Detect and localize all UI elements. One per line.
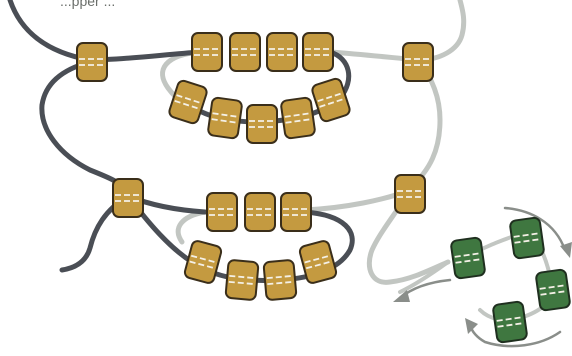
- bead-body: [206, 192, 238, 232]
- arrow-bottom-head: [465, 318, 478, 334]
- bead-body: [224, 259, 260, 301]
- bead-thread-line: [305, 260, 332, 270]
- gold-bead: [302, 32, 334, 72]
- bead-thread-line: [454, 252, 481, 258]
- bead-body: [112, 178, 144, 218]
- bead-thread-line: [229, 274, 256, 280]
- gold-bead: [207, 96, 243, 140]
- bead-body: [207, 96, 243, 140]
- gold-bead: [394, 174, 426, 214]
- arrow-bottom: [468, 323, 562, 348]
- bead-body: [402, 42, 434, 82]
- bead-thread-line: [513, 232, 540, 238]
- bead-thread-line: [190, 254, 217, 264]
- gold-bead: [280, 96, 316, 140]
- bead-body: [302, 32, 334, 72]
- bead-thread-line: [455, 258, 482, 264]
- bead-body: [311, 77, 351, 123]
- bead-thread-line: [285, 118, 312, 124]
- bead-body: [450, 236, 486, 280]
- bead-body: [244, 192, 276, 232]
- bead-body: [535, 268, 571, 312]
- bead-body: [76, 42, 108, 82]
- bead-thread-line: [284, 112, 311, 118]
- light-cord-upper-right: [327, 0, 467, 63]
- bead-thread-line: [539, 284, 566, 290]
- bead-thread-line: [228, 280, 255, 286]
- bead-body: [509, 216, 545, 260]
- gold-bead: [183, 240, 223, 284]
- arrow-top-right: [503, 206, 567, 252]
- flow-arrows: [393, 206, 572, 348]
- bead-body: [246, 104, 278, 144]
- light-cord-lower-right: [302, 187, 451, 285]
- bead-body: [280, 96, 316, 140]
- bead-thread-line: [212, 112, 239, 118]
- gold-bead: [191, 32, 223, 72]
- bead-thread-line: [189, 260, 216, 270]
- bead-body: [229, 32, 261, 72]
- dark-cord-upper-left-loop: [39, 59, 131, 195]
- green-bead: [492, 300, 528, 344]
- bead-thread-line: [211, 118, 238, 124]
- light-cord-lower-loop: [175, 209, 208, 245]
- bead-body: [262, 259, 298, 301]
- bead-body: [183, 240, 223, 284]
- bead-body: [168, 79, 208, 125]
- arrow-left-head: [393, 290, 410, 302]
- gold-bead: [76, 42, 108, 82]
- bead-thread-line: [319, 97, 345, 108]
- bead-thread-line: [304, 254, 331, 264]
- gold-bead: [311, 77, 351, 123]
- bead-body: [191, 32, 223, 72]
- green-bead: [450, 236, 486, 280]
- gold-bead: [246, 104, 278, 144]
- light-cord-green-tail: [398, 260, 450, 294]
- gold-bead: [262, 259, 298, 301]
- cropped-heading: ...pper ...: [60, 0, 115, 9]
- gold-bead: [244, 192, 276, 232]
- green-bead: [535, 268, 571, 312]
- dark-cord-lower-left: [59, 193, 131, 273]
- gold-bead: [402, 42, 434, 82]
- bead-body: [266, 32, 298, 72]
- bead-thread-line: [514, 238, 541, 244]
- gold-bead: [224, 259, 260, 301]
- bead-body: [298, 240, 338, 284]
- bead-body: [280, 192, 312, 232]
- gold-bead: [229, 32, 261, 72]
- green-bead: [509, 216, 545, 260]
- gold-bead: [206, 192, 238, 232]
- bead-thread-line: [317, 92, 343, 103]
- bead-thread-line: [496, 316, 523, 322]
- bead-layer: [76, 32, 571, 344]
- arrow-top-right-head: [560, 242, 572, 258]
- gold-bead: [280, 192, 312, 232]
- gold-bead: [112, 178, 144, 218]
- bead-thread-line: [497, 322, 524, 328]
- bead-body: [394, 174, 426, 214]
- gold-bead: [168, 79, 208, 125]
- gold-bead: [266, 32, 298, 72]
- bead-thread-line: [540, 290, 567, 296]
- bead-thread-line: [266, 274, 293, 280]
- bead-thread-line: [174, 99, 200, 110]
- bead-thread-line: [176, 94, 202, 105]
- bead-body: [492, 300, 528, 344]
- bead-thread-line: [267, 280, 294, 286]
- gold-bead: [298, 240, 338, 284]
